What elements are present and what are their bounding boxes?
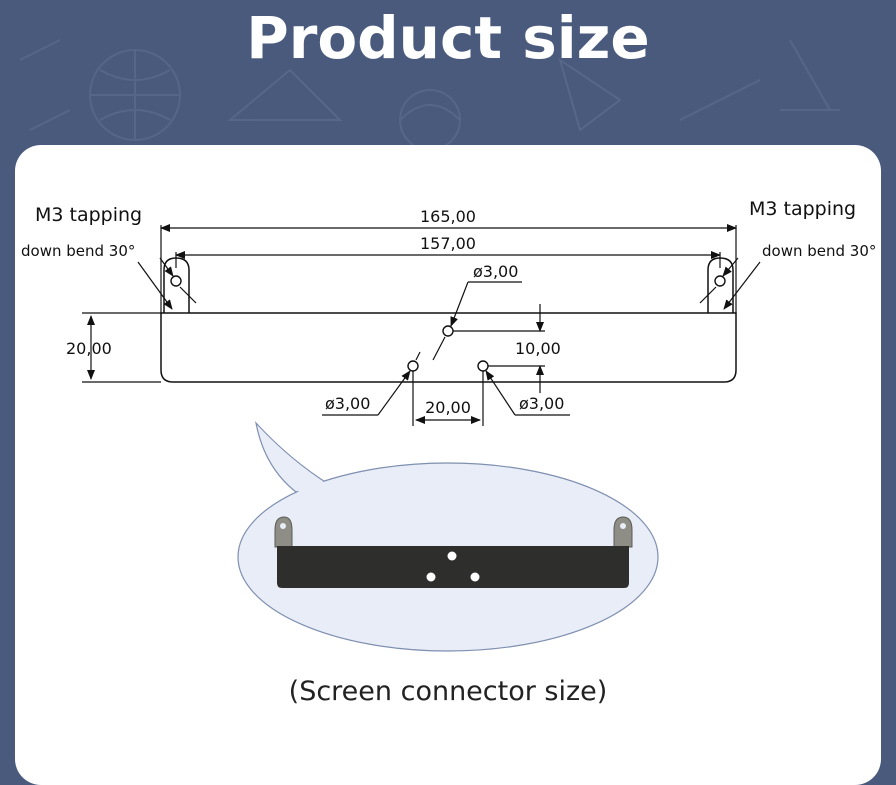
- left-label-top: M3 tapping: [35, 204, 142, 226]
- bracket-outline: [160, 257, 737, 383]
- dim-offset-label: 10,00: [515, 339, 561, 358]
- caption: (Screen connector size): [288, 676, 608, 707]
- hole-top-label: ø3,00: [473, 262, 518, 281]
- hole-right-label: ø3,00: [519, 394, 564, 413]
- photo-bubble: [237, 421, 659, 652]
- dimension-lines: [82, 224, 761, 426]
- background-decoration: [19, 39, 840, 151]
- page-title: Product size: [246, 4, 650, 72]
- top-center-hole: [442, 325, 454, 337]
- bracket-photo: [274, 516, 633, 588]
- right-label-top: M3 tapping: [749, 198, 856, 220]
- right-tab-hole: [714, 275, 726, 287]
- right-lower-hole: [477, 360, 489, 372]
- technical-drawing: M3 tapping down bend 30° M3 tapping down…: [21, 198, 876, 652]
- dim-height-label: 20,00: [66, 339, 112, 358]
- hole-left-label: ø3,00: [325, 394, 370, 413]
- holes: [170, 275, 726, 372]
- left-label-bottom: down bend 30°: [21, 242, 135, 260]
- left-lower-hole: [407, 360, 419, 372]
- dim-inner-label: 157,00: [420, 234, 476, 253]
- dim-spacing-label: 20,00: [425, 398, 471, 417]
- right-label-bottom: down bend 30°: [762, 242, 876, 260]
- left-tab-hole: [170, 275, 182, 287]
- dim-overall-label: 165,00: [420, 207, 476, 226]
